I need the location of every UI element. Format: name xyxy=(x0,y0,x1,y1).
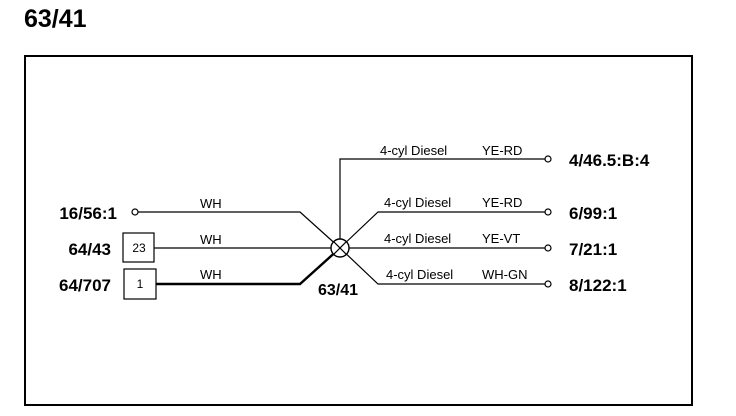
right-wire-1-color: YE-RD xyxy=(482,143,522,158)
right-terminal-dot-2[interactable] xyxy=(544,208,552,216)
left-wire-1-color: WH xyxy=(200,196,222,211)
splice-label: 63/41 xyxy=(318,282,358,299)
right-wire-2[interactable] xyxy=(339,211,545,249)
right-wire-2-variant: 4-cyl Diesel xyxy=(384,195,451,210)
right-terminal-label-3: 7/21:1 xyxy=(569,240,617,259)
right-wire-1[interactable] xyxy=(339,158,545,248)
right-terminal-dot-1[interactable] xyxy=(544,155,552,163)
right-terminal-label-4: 8/122:1 xyxy=(569,276,627,295)
right-wire-4-color: WH-GN xyxy=(482,267,528,282)
right-wire-2-color: YE-RD xyxy=(482,195,522,210)
splice-node[interactable] xyxy=(330,238,350,258)
right-wire-3-variant: 4-cyl Diesel xyxy=(384,231,451,246)
right-terminal-label-1: 4/46.5:B:4 xyxy=(569,151,650,170)
right-wire-3-color: YE-VT xyxy=(482,231,520,246)
left-wire-3-color: WH xyxy=(200,267,222,282)
right-wire-4-variant: 4-cyl Diesel xyxy=(386,267,453,282)
left-terminal-label-2: 64/43 xyxy=(68,240,111,259)
left-terminal-label-1: 16/56:1 xyxy=(59,204,117,223)
left-wire-1[interactable] xyxy=(138,211,341,249)
right-wire-4[interactable] xyxy=(339,247,545,285)
diagram-frame xyxy=(24,55,693,406)
splice-cross-b xyxy=(333,241,347,255)
connector-box-1-label: 1 xyxy=(137,277,144,291)
right-terminal-dot-4[interactable] xyxy=(544,280,552,288)
connector-box-23-label: 23 xyxy=(132,241,146,255)
connector-box-1[interactable] xyxy=(123,268,157,300)
left-terminal-dot-1[interactable] xyxy=(131,208,139,216)
right-terminal-label-2: 6/99:1 xyxy=(569,204,617,223)
page-title: 63/41 xyxy=(24,5,87,33)
connector-box-23[interactable] xyxy=(122,232,155,263)
left-wire-3[interactable] xyxy=(156,247,341,286)
right-terminal-dot-3[interactable] xyxy=(544,244,552,252)
left-terminal-label-3: 64/707 xyxy=(59,276,111,295)
right-wire-1-variant: 4-cyl Diesel xyxy=(380,143,447,158)
left-wire-2-color: WH xyxy=(200,232,222,247)
